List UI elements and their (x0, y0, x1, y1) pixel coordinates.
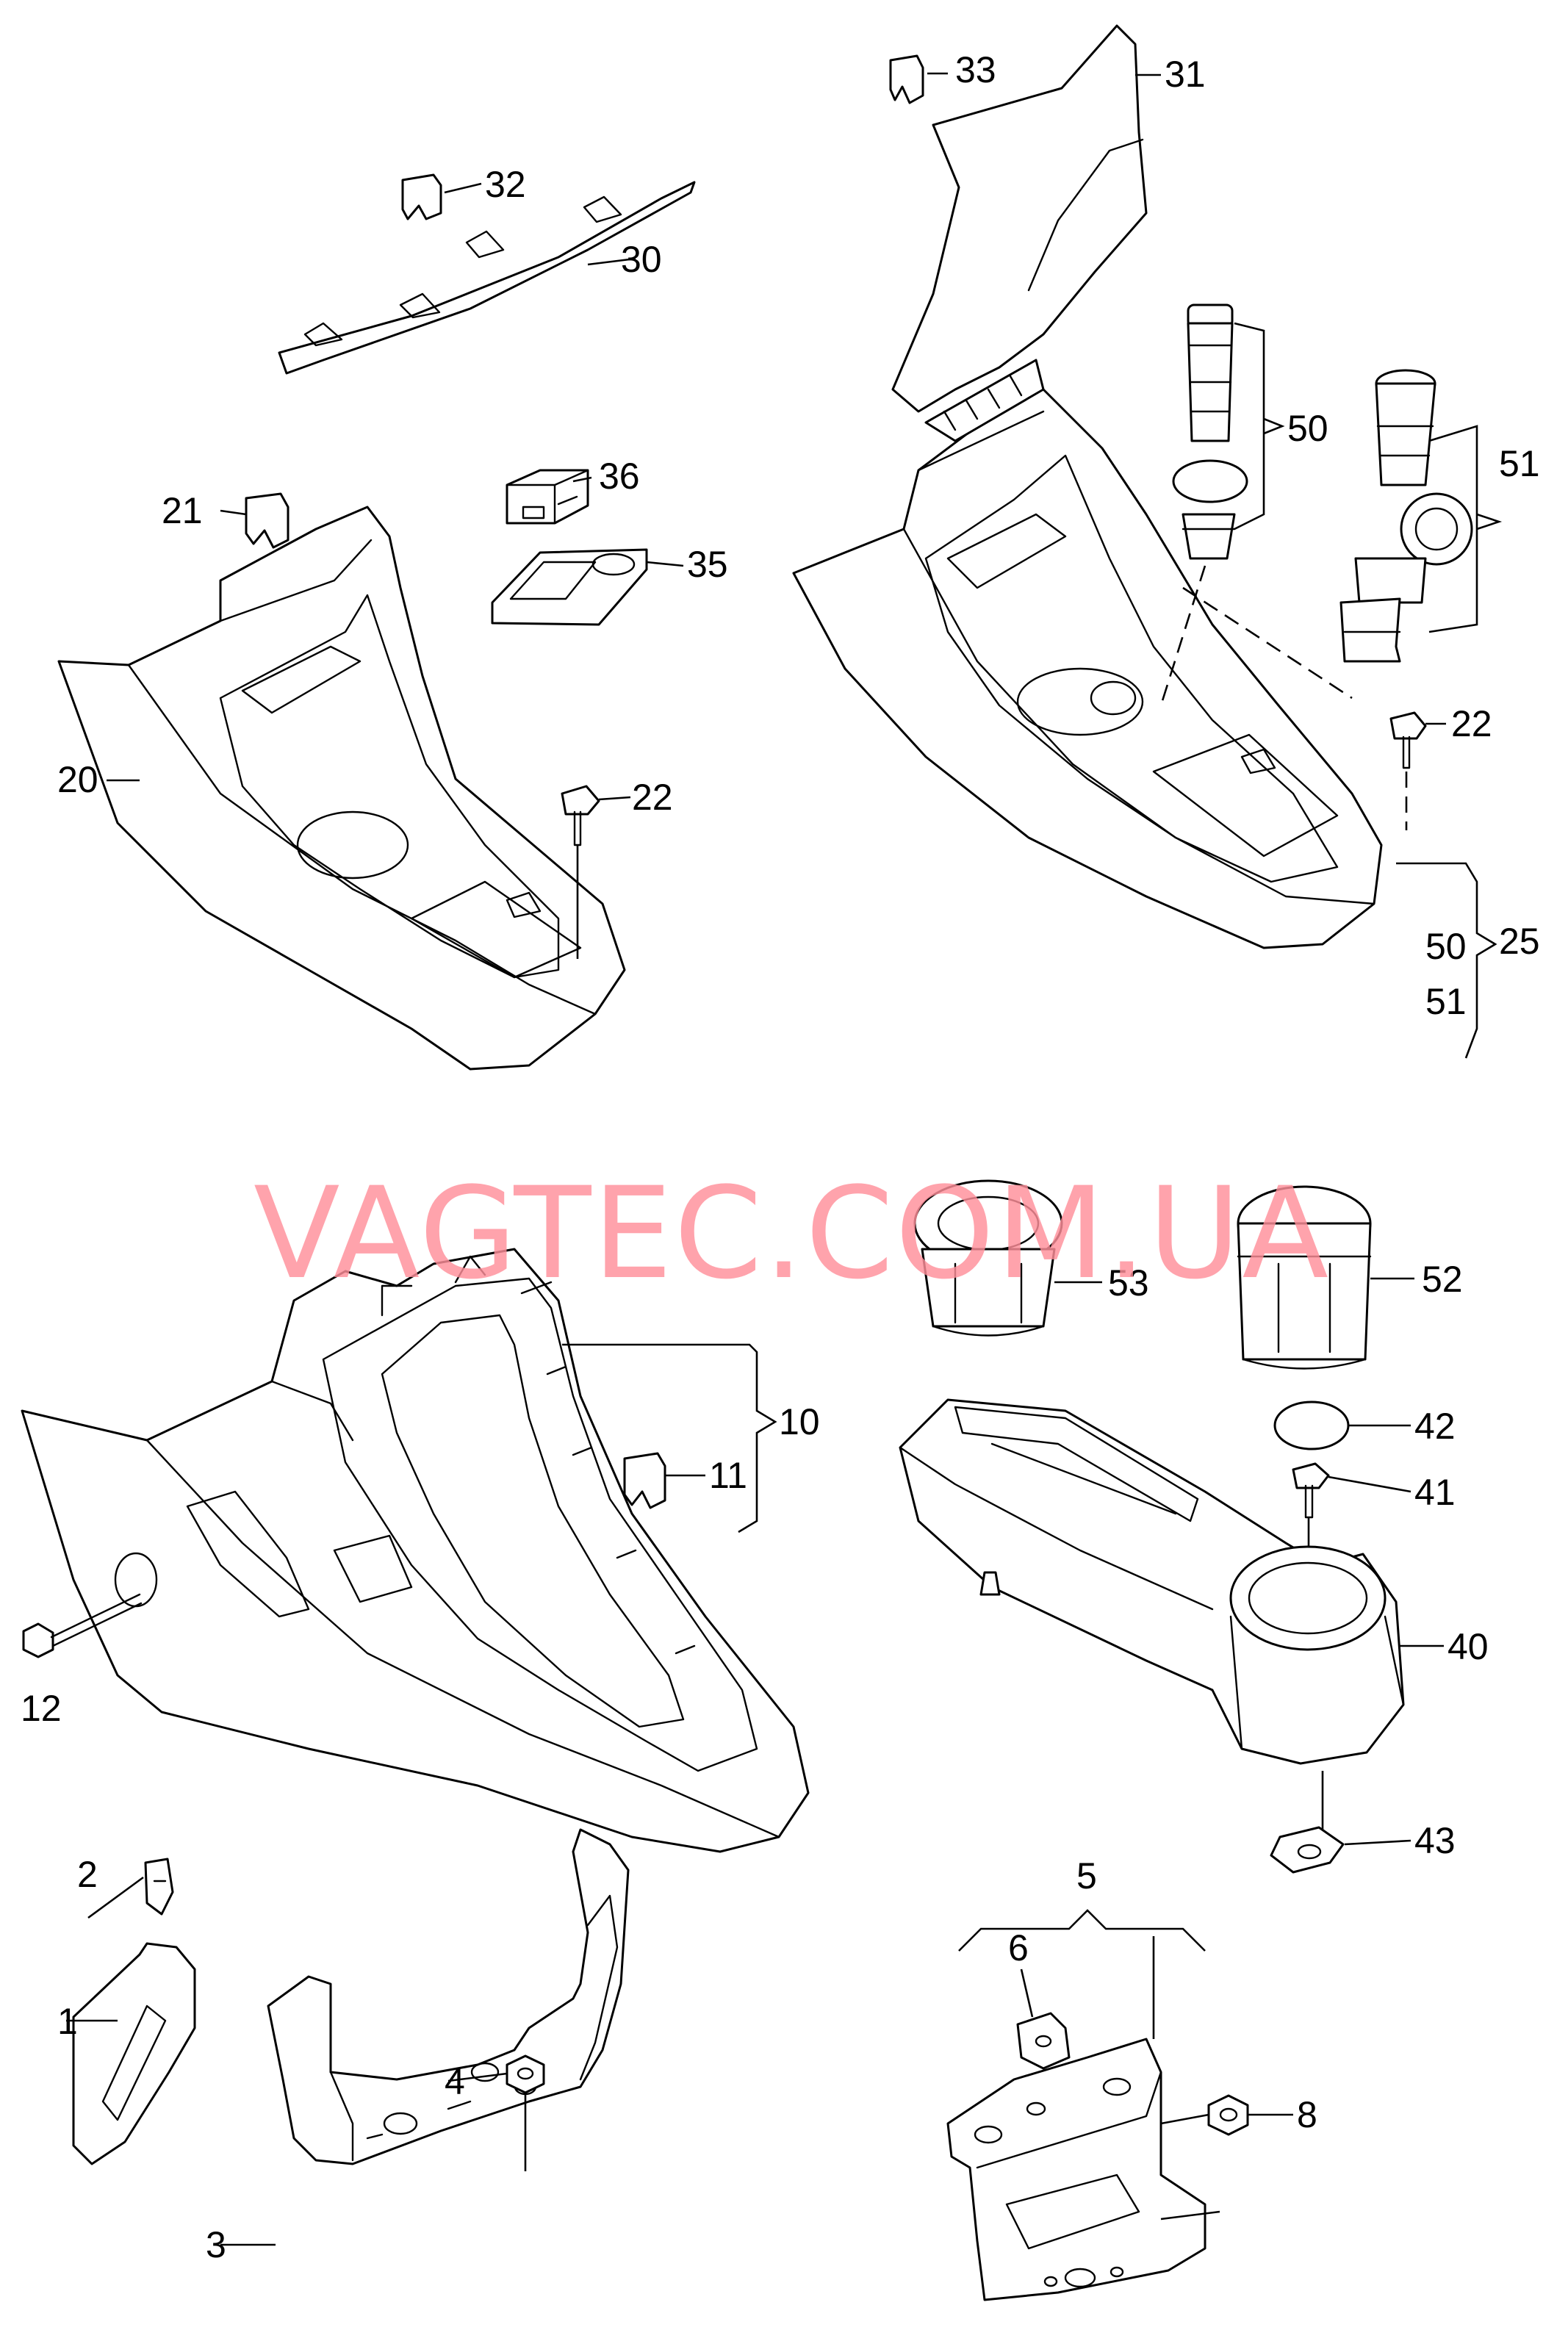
part-2-clip (144, 1858, 174, 1916)
part-21-clip (245, 492, 289, 549)
callout-1: 1 (57, 2001, 78, 2042)
part-42-cap (1273, 1400, 1350, 1450)
callout-32: 32 (485, 164, 526, 205)
callout-42: 42 (1414, 1406, 1456, 1447)
callout-50-upper: 50 (1287, 408, 1328, 449)
part-12-bolt (22, 1593, 143, 1658)
part-1-bracket (72, 1942, 196, 2165)
callout-51-upper: 51 (1499, 443, 1540, 484)
callout-22-left: 22 (632, 777, 673, 818)
callout-36: 36 (599, 456, 640, 497)
part-22a-screw (561, 785, 600, 959)
callout-25: 25 (1499, 921, 1540, 962)
callout-31: 31 (1165, 54, 1206, 95)
part-11-clip (623, 1452, 666, 1509)
callout-20: 20 (57, 759, 98, 800)
part-3-bracket (267, 1828, 630, 2165)
part-32-clip (401, 173, 442, 220)
part-31-trim-cover (891, 24, 1148, 413)
part-35-switch-frame (491, 548, 648, 626)
callout-35: 35 (687, 544, 728, 585)
callout-43: 43 (1414, 1820, 1456, 1861)
callout-11: 11 (709, 1455, 747, 1496)
callout-53: 53 (1108, 1262, 1149, 1304)
part-50-socket-assembly (1159, 303, 1248, 706)
part-53-cup-holder-insert (913, 1179, 1063, 1337)
part-22b-screw (1389, 711, 1427, 830)
callout-30: 30 (621, 239, 662, 280)
part-33-clip (889, 54, 924, 104)
part-52-cup-holder (1237, 1185, 1372, 1370)
callout-8: 8 (1297, 2094, 1317, 2135)
part-8-nut (1160, 2094, 1249, 2136)
part-40-armrest-console (899, 1398, 1405, 1765)
part-10-console-housing (21, 1248, 810, 1853)
callout-4: 4 (445, 2061, 465, 2102)
callout-40: 40 (1447, 1626, 1489, 1667)
callout-52: 52 (1422, 1259, 1463, 1300)
part-43-clip-nut (1270, 1771, 1345, 1874)
leader-lines (66, 72, 1503, 2246)
part-4-nut (506, 2054, 545, 2171)
callout-3: 3 (206, 2224, 226, 2265)
callout-6: 6 (1008, 1927, 1029, 1968)
callout-2: 2 (77, 1854, 98, 1895)
callout-5: 5 (1076, 1855, 1097, 1896)
callout-10: 10 (779, 1401, 820, 1442)
callout-41: 41 (1414, 1472, 1456, 1513)
part-25-center-console (792, 359, 1383, 949)
part-36-switch-block (506, 469, 589, 525)
callout-12: 12 (21, 1688, 62, 1729)
part-51-socket-assembly (1182, 369, 1473, 700)
part-6-clip (1016, 2012, 1071, 2070)
part-20-center-console (57, 506, 626, 1071)
callout-50-lower: 50 (1425, 926, 1467, 967)
part-30-trim-strip (278, 181, 696, 375)
watermark-text: VAGTEC.COM.UA (253, 1159, 1330, 1307)
callout-labels: 33 31 32 30 36 35 21 20 22 50 51 22 50 2… (21, 49, 1540, 2265)
part-5-bracket (946, 2038, 1206, 2301)
callout-33: 33 (955, 49, 996, 90)
callout-21: 21 (162, 490, 203, 531)
callout-22-right: 22 (1451, 703, 1492, 744)
callout-51-lower: 51 (1425, 981, 1467, 1022)
